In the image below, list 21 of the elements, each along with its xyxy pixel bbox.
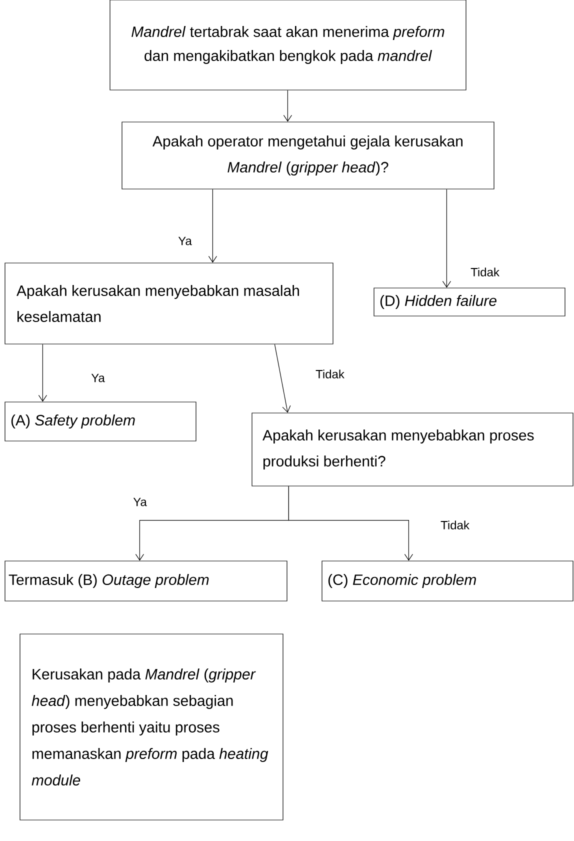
process-box: (A) Safety problem — [4, 402, 196, 442]
arrow — [288, 486, 413, 561]
arrow — [442, 189, 451, 288]
process-box: Apakah kerusakan menyebabkan proses produksi berhenti? — [252, 412, 574, 486]
edge-label: Tidak — [314, 368, 346, 380]
edge-label: Ya — [132, 496, 148, 508]
arrow — [283, 90, 292, 122]
process-box: (D) Hidden failure — [374, 288, 566, 316]
process-box: (C) Economic problem — [322, 560, 574, 602]
process-box: Apakah kerusakan menyebabkan masalah keselamatan — [4, 262, 334, 344]
arrow — [208, 189, 217, 263]
arrow — [38, 344, 47, 402]
edge-label: Tidak — [440, 520, 470, 530]
process-box: Kerusakan pada Mandrel (gripper head) menyebabkan sebagian proses berhenti yaitu proses memanaskan preform pada heating module — [20, 634, 284, 820]
process-box: Mandrel tertabrak saat akan menerima preform dan mengakibatkan bengkok pada mandrel — [110, 0, 466, 90]
process-box: Apakah operator mengetahui gejala kerusakan Mandrel (gripper head)? — [122, 122, 494, 190]
edge-label: Tidak — [470, 266, 500, 278]
process-box: Termasuk (B) Outage problem — [4, 560, 288, 602]
arrow — [274, 344, 291, 413]
edge-label: Ya — [177, 236, 193, 246]
edge-label: Ya — [90, 372, 106, 384]
